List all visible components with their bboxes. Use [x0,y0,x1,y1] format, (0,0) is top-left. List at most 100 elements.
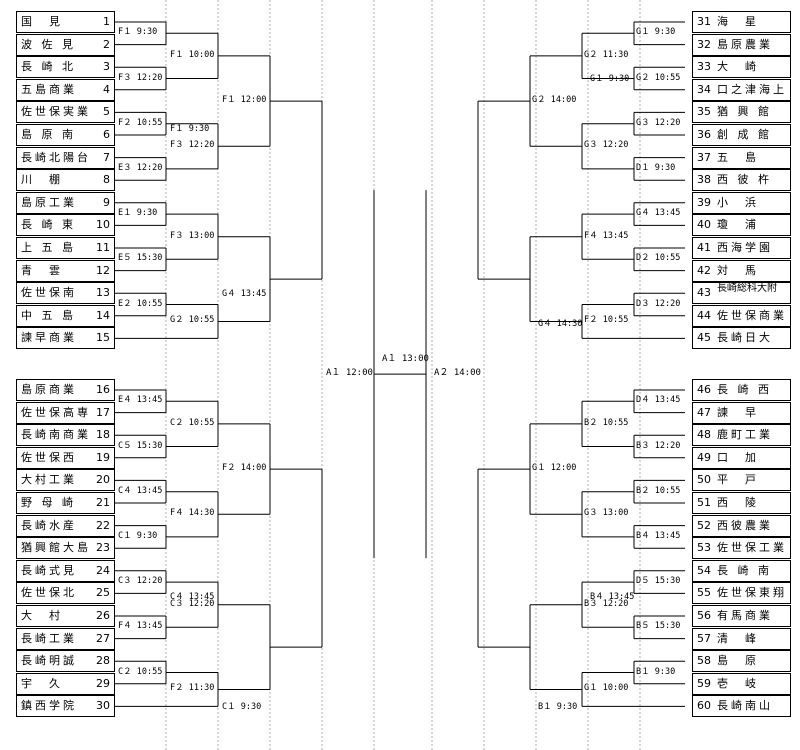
team-name: 長崎式見 [21,563,77,577]
team-number: 43 [697,286,711,300]
team-name: 長崎総科大附 [717,283,777,295]
team-number: 53 [697,541,711,555]
match-label: G３ 12:20 [584,140,629,151]
match-label: A２ 14:00 [434,368,481,379]
team-name: 佐世保高専 [21,405,91,419]
match-label: A１ 13:00 [382,354,429,365]
team-name: 佐世保東翔 [717,586,787,600]
team-number: 42 [697,263,711,277]
match-label: E４ 13:45 [118,395,163,406]
team-name: 佐世保工業 [717,541,787,555]
match-label: G４ 14:30 [538,319,583,330]
match-label: E５ 15:30 [118,253,163,264]
team-name: 長崎南商業 [21,428,91,442]
match-label: D２ 10:55 [636,253,681,264]
match-label: F１ 9:30 [170,124,210,135]
team-name: 平 戸 [717,473,759,487]
team-number: 30 [96,699,110,713]
match-label: B２ 10:55 [584,417,629,428]
team-number: 18 [96,428,110,442]
team-number: 41 [697,241,711,254]
team-name: 五島商業 [21,82,77,96]
team-name: 長崎北陽台 [21,150,91,164]
match-label: D５ 15:30 [636,576,681,587]
team-number: 11 [96,241,110,254]
team-number: 56 [697,609,711,622]
team-number: 48 [697,428,711,442]
team-box: 対 馬 42 [692,259,791,282]
match-label: B３ 12:20 [584,598,629,609]
team-name: 長崎水産 [21,518,77,532]
team-number: 19 [96,450,110,464]
team-number: 14 [96,308,110,322]
team-name: 佐世保商業 [717,308,787,322]
team-number: 36 [697,128,711,141]
team-number: 46 [697,383,711,396]
match-label: C４ 13:45 [170,592,215,603]
team-box: 佐世保南 13 [16,282,115,305]
match-label: F２ 14:00 [222,463,267,474]
team-name: 対 馬 [717,263,759,277]
team-name: 長崎明誠 [21,654,77,668]
team-number: 34 [697,82,711,96]
team-name: 島 原 [717,654,759,668]
team-number: 28 [96,654,110,668]
team-number: 59 [697,676,711,690]
match-label: F２ 10:55 [118,117,163,128]
match-label: F３ 12:20 [118,72,163,83]
team-box: 長崎総科大附 43 [692,282,791,305]
match-label: F１ 12:00 [222,95,267,106]
team-name: 島原商業 [21,383,77,396]
team-number: 10 [96,218,110,232]
team-name: 大村工業 [21,473,77,487]
match-label: E２ 10:55 [118,298,163,309]
team-name: 鎮西学院 [21,699,77,713]
team-number: 39 [697,195,711,209]
team-number: 38 [697,173,711,187]
team-number: 35 [697,105,711,119]
match-label: B２ 10:55 [636,485,681,496]
match-label: C３ 12:20 [170,598,215,609]
team-number: 58 [697,654,711,668]
match-label: G１ 10:00 [584,683,629,694]
team-name: 諫 早 [717,405,759,419]
team-name: 創 成 館 [717,128,772,141]
match-label: G３ 13:00 [584,508,629,519]
match-label: D１ 9:30 [636,162,676,173]
team-name: 国 見 [21,15,63,28]
team-number: 8 [103,173,110,187]
team-number: 32 [697,37,711,51]
team-number: 5 [103,105,110,119]
team-number: 13 [96,286,110,300]
team-name: 小 浜 [717,195,759,209]
team-name: 佐世保南 [21,286,77,300]
team-number: 44 [697,308,711,322]
team-number: 40 [697,218,711,232]
